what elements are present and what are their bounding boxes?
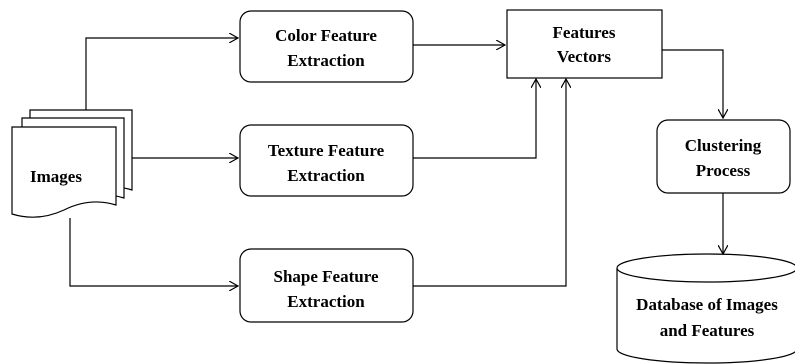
database-label-line2: and Features — [660, 321, 755, 340]
edge-vectors-to-clustering — [662, 49, 723, 118]
color-feature-label-line1: Color Feature — [275, 26, 377, 45]
features-vectors-label-line2: Vectors — [557, 47, 612, 66]
document-shape-front — [11, 126, 117, 218]
shape-feature-box — [239, 248, 414, 323]
features-vectors-node: Features Vectors — [506, 9, 663, 79]
edge-images-to-color — [85, 38, 238, 112]
database-label-line1: Database of Images — [636, 295, 778, 314]
database-cylinder-body — [616, 268, 795, 364]
clustering-process-label-line1: Clustering — [685, 136, 762, 155]
clustering-process-node: Clustering Process — [656, 119, 791, 194]
shape-feature-label-line1: Shape Feature — [274, 267, 379, 286]
images-label: Images — [30, 167, 82, 186]
color-feature-label-line2: Extraction — [287, 51, 365, 70]
edge-shape-to-vectors — [413, 79, 566, 287]
clustering-process-box — [656, 119, 791, 194]
edge-images-to-shape — [69, 218, 238, 286]
shape-feature-label-line2: Extraction — [287, 292, 365, 311]
texture-feature-extraction-node: Texture Feature Extraction — [239, 124, 414, 197]
texture-feature-box — [239, 124, 414, 197]
edge-texture-to-vectors — [413, 79, 536, 159]
shape-feature-extraction-node: Shape Feature Extraction — [239, 248, 414, 323]
database-cylinder-top — [616, 253, 795, 283]
clustering-process-label-line2: Process — [696, 161, 751, 180]
texture-feature-label-line2: Extraction — [287, 166, 365, 185]
database-node: Database of Images and Features — [616, 253, 795, 364]
features-vectors-box — [506, 9, 663, 79]
features-vectors-label-line1: Features — [553, 23, 616, 42]
images-node: Images — [11, 109, 133, 218]
color-feature-box — [239, 10, 414, 83]
texture-feature-label-line1: Texture Feature — [268, 141, 385, 160]
connectors — [69, 38, 723, 287]
color-feature-extraction-node: Color Feature Extraction — [239, 10, 414, 83]
